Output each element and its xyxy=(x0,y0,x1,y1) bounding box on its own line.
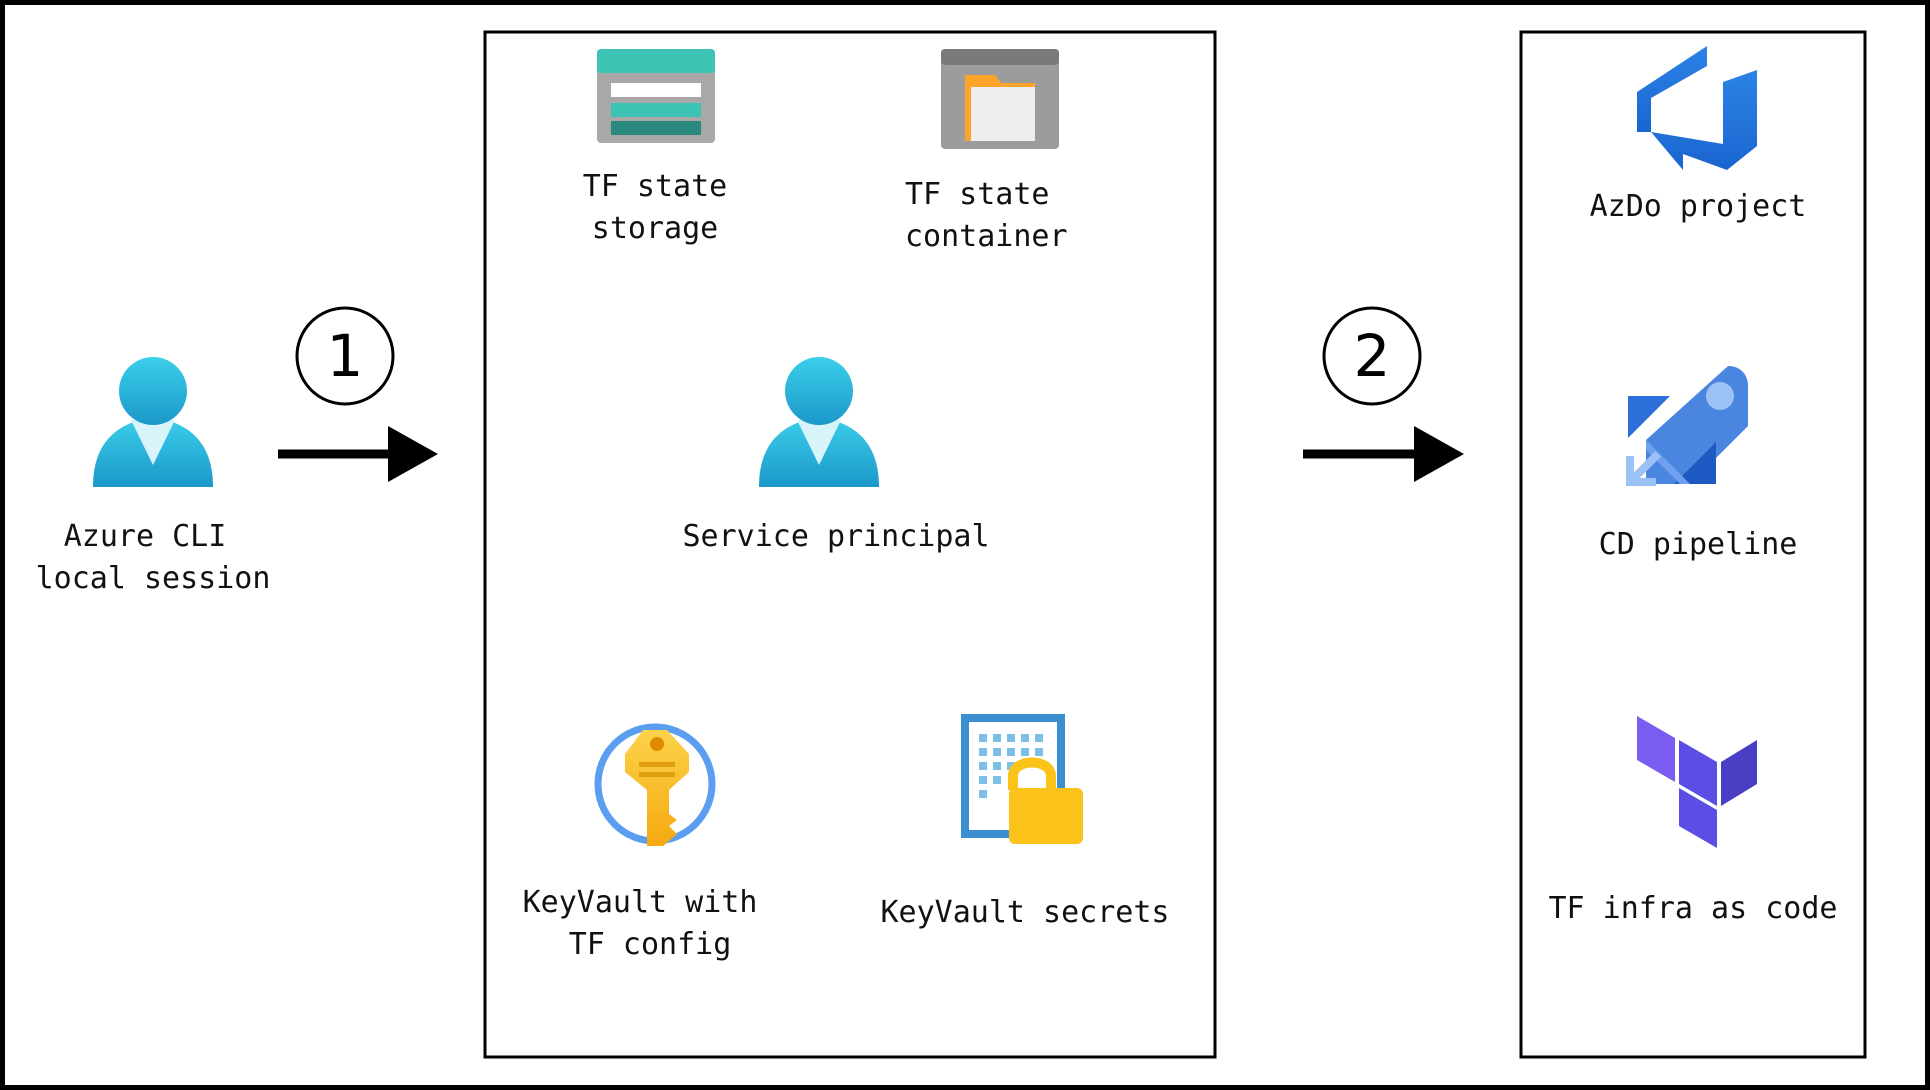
keyvault-label-line1: KeyVault with xyxy=(522,885,758,920)
arrow-1 xyxy=(278,426,438,482)
actor-label-line1: Azure CLI xyxy=(63,519,227,554)
step-circle-1 xyxy=(295,306,395,406)
step-circle-2 xyxy=(1322,306,1422,406)
cd-pipeline-label: CD pipeline xyxy=(1598,527,1798,562)
key-vault-icon xyxy=(594,723,716,846)
secret-lock-icon xyxy=(961,714,1083,844)
azdo-project-label: AzDo project xyxy=(1589,189,1807,224)
step-number-2: 2 xyxy=(1353,322,1391,390)
pipeline-rocket-icon xyxy=(1626,366,1748,486)
step-number-1: 1 xyxy=(326,322,364,390)
arrow-2 xyxy=(1303,426,1464,482)
tf-state-storage-label-line1: TF state xyxy=(582,169,728,204)
tf-state-container-label-line2: container xyxy=(905,219,1068,254)
tf-state-container-label-line1: TF state xyxy=(905,177,1050,212)
devops-group-box xyxy=(1519,30,1867,1059)
user-icon xyxy=(759,357,879,487)
actor-label-line2: local session xyxy=(35,561,271,596)
storage-account-icon xyxy=(597,49,715,143)
azure-devops-icon xyxy=(1637,46,1757,170)
service-principal-label: Service principal xyxy=(682,519,990,554)
keyvault-label-line2: TF config xyxy=(568,927,732,962)
keyvault-secrets-label: KeyVault secrets xyxy=(880,895,1170,930)
blob-container-icon xyxy=(941,49,1059,149)
user-icon xyxy=(93,357,213,487)
setup-group-box xyxy=(483,30,1217,1059)
terraform-icon xyxy=(1637,716,1757,848)
tf-state-storage-label-line2: storage xyxy=(591,211,719,246)
tf-iac-label: TF infra as code xyxy=(1548,891,1838,926)
